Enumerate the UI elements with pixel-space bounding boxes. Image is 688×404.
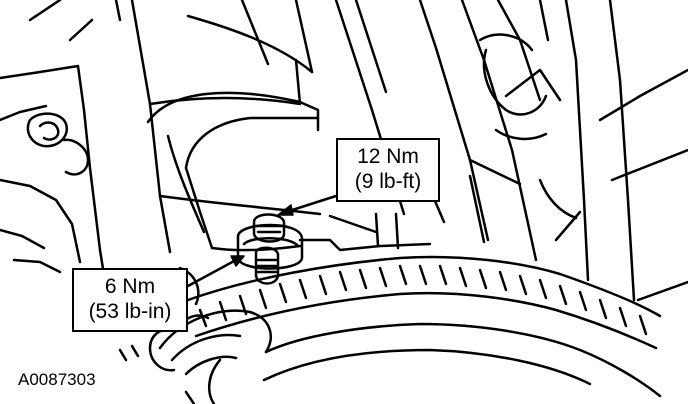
torque-callout-6nm-metric: 6 Nm bbox=[104, 275, 156, 298]
figure-id: A0087303 bbox=[18, 370, 96, 389]
pulley bbox=[148, 309, 662, 404]
bracket bbox=[130, 0, 322, 254]
torque-callout-6nm-imperial: (53 lb-in) bbox=[88, 300, 172, 323]
mounting-plate bbox=[146, 91, 320, 252]
wire-harness bbox=[178, 212, 662, 350]
torque-callout-12nm: 12 Nm (9 lb-ft) bbox=[336, 138, 440, 202]
torque-callout-12nm-imperial: (9 lb-ft) bbox=[354, 170, 422, 193]
leader-arrows bbox=[186, 194, 338, 288]
torque-callout-6nm: 6 Nm (53 lb-in) bbox=[72, 268, 188, 332]
torque-callout-12nm-metric: 12 Nm bbox=[357, 145, 419, 168]
left-housing bbox=[0, 0, 110, 302]
nut-assembly bbox=[236, 213, 304, 285]
